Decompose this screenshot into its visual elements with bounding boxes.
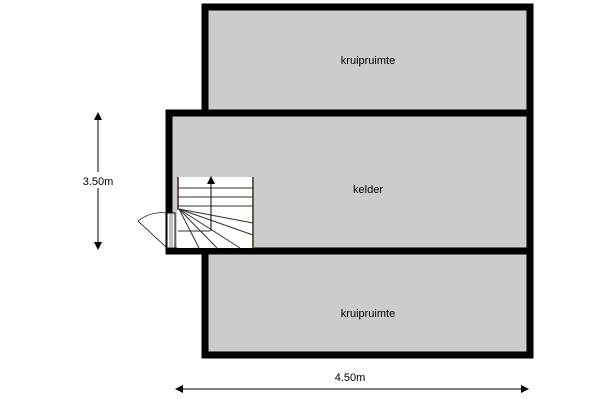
- room-label-middle: kelder: [353, 184, 383, 196]
- staircase: [177, 176, 254, 249]
- dimension-width-label: 4.50m: [335, 372, 366, 384]
- dimension-height-label: 3.50m: [83, 176, 114, 188]
- door: [137, 212, 176, 249]
- door-swing-icon: [137, 212, 168, 249]
- dimension-height: 3.50m: [72, 112, 124, 250]
- room-kruipruimte-top: kruipruimte: [201, 3, 534, 117]
- dimension-width: 4.50m: [175, 372, 529, 393]
- room-label-top: kruipruimte: [341, 55, 395, 67]
- room-kruipruimte-bottom: kruipruimte: [201, 247, 534, 359]
- room-label-bottom: kruipruimte: [341, 308, 395, 320]
